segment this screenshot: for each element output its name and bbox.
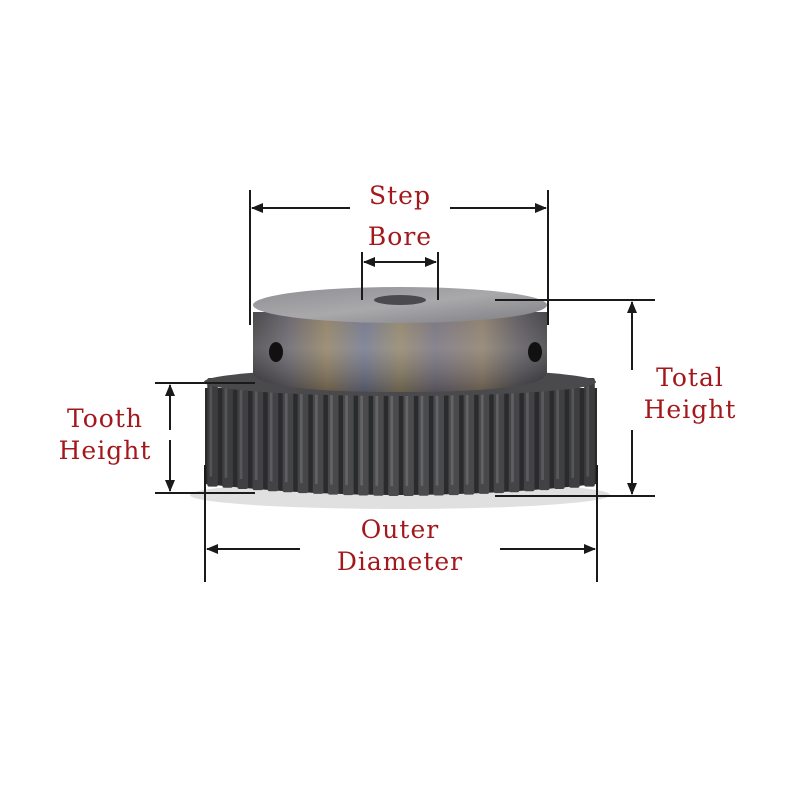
gear-tooth [282,378,294,493]
gear-tooth-highlight [254,386,258,481]
tooth-height-label: Tooth Height [45,403,165,467]
gear-tooth-highlight [284,386,288,483]
gear-tooth-highlight [541,386,544,481]
outer-diameter-line1: Outer [360,515,440,544]
gear-tooth [267,378,279,492]
total-height-line1: Total [656,363,724,392]
gear-tooth [403,378,414,496]
gear-tooth [358,378,369,496]
gear-tooth-highlight [330,386,333,485]
gear-tooth [584,378,595,487]
gear-tooth [539,378,550,491]
gear-tooth-highlight [420,386,424,486]
gear-tooth-highlight [480,386,484,484]
tooth-height-line2: Height [58,436,152,465]
gear-tooth [478,378,490,494]
gear-tooth [343,378,354,496]
gear-tooth-highlight [375,386,379,486]
gear-tooth-highlight [465,386,469,485]
bore-label: Bore [350,221,450,253]
gear-tooth-highlight [405,386,409,486]
gear-tooth-highlight [390,386,394,486]
total-height-line2: Height [643,395,737,424]
outer-diameter-label: Outer Diameter [330,514,470,578]
bore-hole [374,295,426,305]
gear-tooth [463,378,475,495]
gear-body [205,388,597,495]
gear-tooth-highlight [239,386,243,479]
gear-tooth [237,378,248,489]
gear-tooth [448,378,460,496]
gear-tooth-highlight [269,386,273,482]
gear-tooth-highlight [450,386,454,486]
gear-tooth [569,378,580,488]
gear-tooth [207,378,218,487]
gear-tooth-highlight [556,386,559,479]
gear-tooth [327,378,339,495]
hub-sheen [253,312,547,392]
tooth-height-line1: Tooth [67,404,143,433]
gear-teeth [205,378,597,496]
outer-diameter-line2: Diameter [336,547,464,576]
gear-tooth-highlight [360,386,363,486]
gear-tooth [508,378,520,493]
gear-tooth-highlight [586,386,590,477]
gear-tooth [252,378,264,491]
gear-tooth [373,378,384,496]
gear-tooth-highlight [345,386,348,486]
gear-tooth-highlight [224,386,228,478]
set-screw-right [528,342,542,362]
gear-tooth-highlight [571,386,575,478]
gear-tooth-highlight [496,386,499,484]
gear-tooth-highlight [315,386,318,484]
gear-tooth-highlight [300,386,303,484]
gear-tooth [493,378,505,494]
gear-tooth [297,378,309,494]
gear-tooth-highlight [435,386,439,486]
gear-tooth-highlight [209,386,213,477]
gear-tooth [388,378,399,496]
total-height-label: Total Height [630,362,750,426]
gear-tooth [418,378,429,496]
gear-tooth-highlight [526,386,529,482]
step-label-text: Step [369,181,431,210]
gear-tooth [523,378,535,492]
bore-label-text: Bore [367,222,433,251]
gear-tooth-highlight [511,386,514,483]
gear-tooth [554,378,565,489]
gear-tooth [433,378,444,496]
gear-tooth [222,378,233,488]
gear-tooth [312,378,324,494]
set-screw-left [269,342,283,362]
step-label: Step [350,180,450,212]
